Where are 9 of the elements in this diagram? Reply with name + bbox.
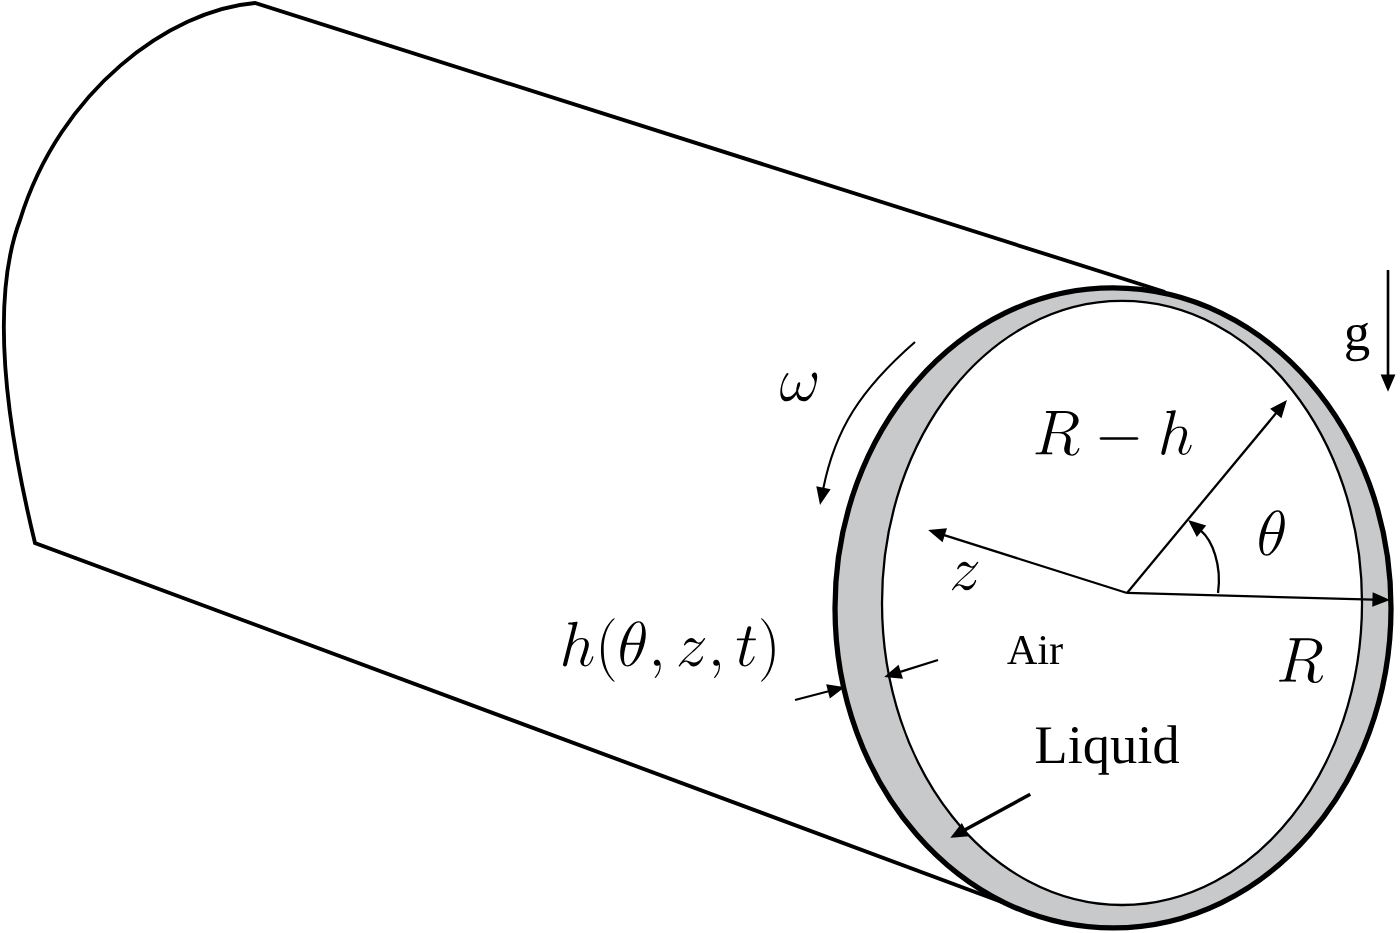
symbol-label: $R-h$ <box>1035 410 1192 456</box>
symbol-label: $\theta$ <box>1259 510 1285 556</box>
gravity-label: g <box>1346 322 1370 362</box>
symbol-label: $\omega$ <box>780 372 818 402</box>
liquid-film <box>832 285 1394 931</box>
symbol-label: $R$ <box>1279 638 1324 683</box>
symbol-label: $h(\theta,z,t)$ <box>563 618 775 682</box>
symbol-label: $z$ <box>951 561 979 591</box>
label-text: Air <box>1007 636 1063 664</box>
